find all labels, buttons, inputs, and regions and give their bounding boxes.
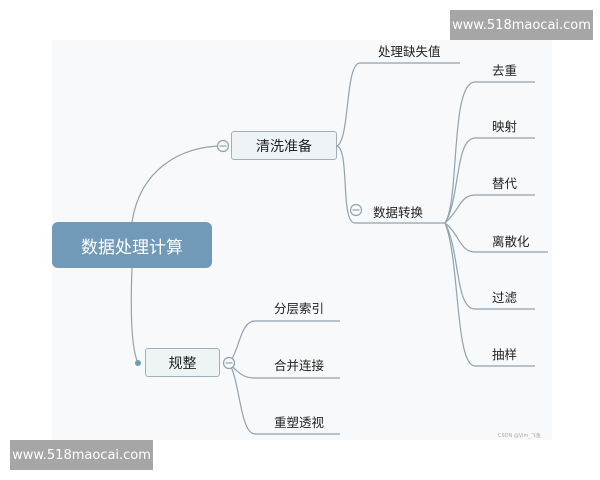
watermark: www.518maocai.com: [10, 440, 153, 470]
line-pivot: [228, 362, 340, 435]
node-replace[interactable]: 替代: [492, 176, 518, 191]
line-filter: [444, 222, 535, 310]
node-discretize[interactable]: 离散化: [492, 234, 530, 249]
line-root-to-cleaning: [131, 145, 224, 223]
collapse-icon[interactable]: [222, 356, 236, 370]
line-discretize: [444, 222, 548, 253]
node-filter[interactable]: 过滤: [492, 290, 518, 305]
line-root-to-reshaping: [130, 267, 139, 364]
watermark: www.518maocai.com: [450, 10, 593, 40]
line-missing: [336, 62, 460, 147]
connector-dot: [135, 360, 141, 366]
node-reshape-pivot[interactable]: 重塑透视: [274, 415, 325, 430]
node-hierarchical-index[interactable]: 分层索引: [274, 301, 325, 316]
branch-label: 规整: [168, 355, 197, 372]
line-sample: [444, 222, 535, 367]
line-map: [444, 137, 535, 224]
branch-node-reshaping[interactable]: 规整: [145, 348, 220, 377]
branch-label: 清洗准备: [256, 138, 312, 155]
line-dedupe: [444, 81, 535, 224]
node-map[interactable]: 映射: [492, 119, 518, 134]
branch-node-cleaning[interactable]: 清洗准备: [231, 131, 337, 160]
node-sample[interactable]: 抽样: [492, 347, 518, 362]
root-node[interactable]: 数据处理计算: [52, 222, 212, 268]
node-dedupe[interactable]: 去重: [492, 63, 518, 78]
collapse-icon[interactable]: [349, 203, 363, 217]
line-replace: [444, 194, 535, 224]
node-data-transform[interactable]: 数据转换: [373, 205, 424, 220]
node-merge-join[interactable]: 合并连接: [274, 358, 325, 373]
line-transform: [336, 145, 445, 224]
collapse-icon[interactable]: [216, 139, 230, 153]
node-missing-values[interactable]: 处理缺失值: [378, 44, 441, 59]
root-label: 数据处理计算: [81, 237, 183, 258]
credit-text: CSDN @Vim_飞鱼: [498, 433, 541, 439]
